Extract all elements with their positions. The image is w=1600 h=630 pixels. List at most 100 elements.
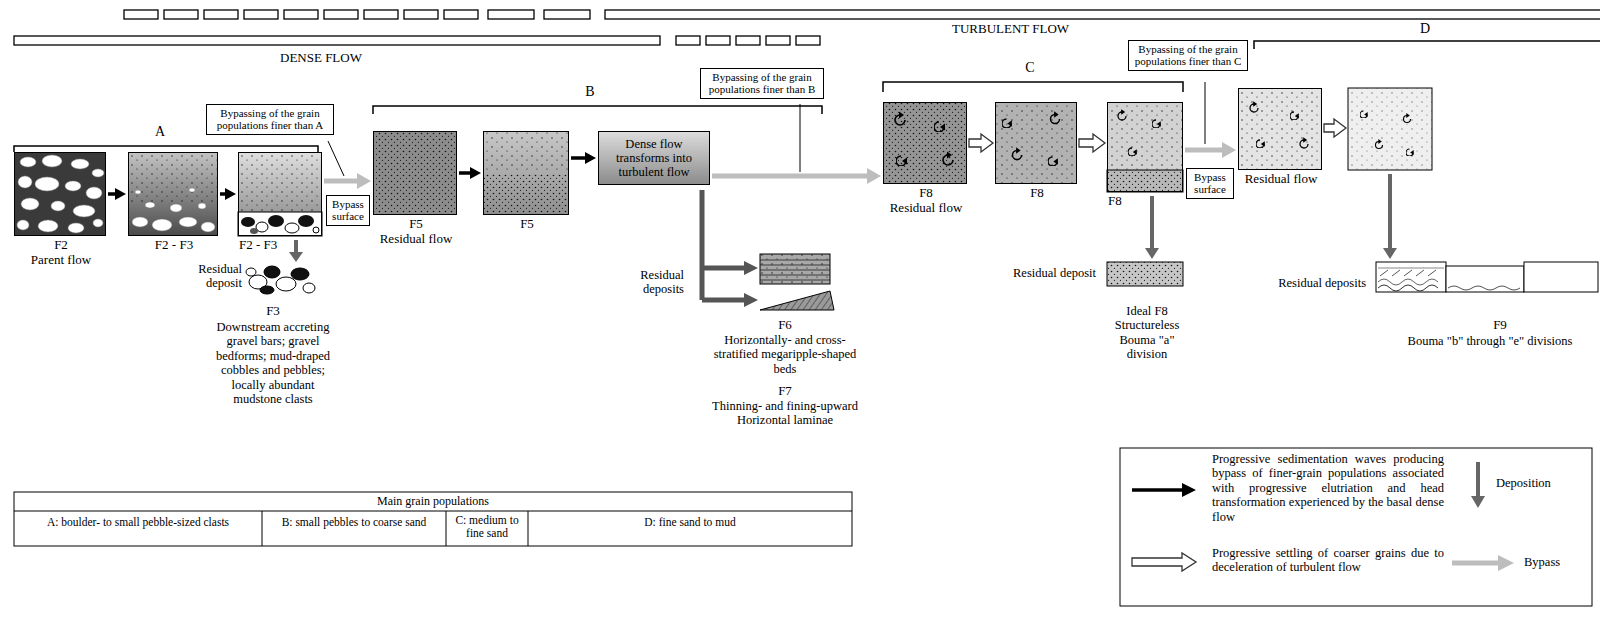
transforming-flow-fill [238, 152, 322, 212]
table-cell: A: boulder- to small pebble-sized clasts [16, 516, 260, 529]
decelerated-flow-box [1360, 111, 1368, 118]
facies-code: F5 [469, 217, 585, 232]
stage-caption: F2 - F3 [239, 238, 291, 253]
flow-arrow [712, 168, 881, 184]
turbulent-flow-fill [943, 152, 953, 166]
flow-regime-bar [284, 10, 318, 19]
residual-flow-fill [373, 131, 457, 215]
transforming-flow-fill [145, 202, 155, 208]
flow-stage-box: F5Residual flow [373, 131, 457, 215]
facies-code: F6 [710, 318, 860, 333]
turbulent-flow-fill [1051, 111, 1060, 123]
facies-code: F8 [981, 186, 1093, 201]
legend-box [1132, 553, 1196, 571]
deposition-arrow [1150, 196, 1154, 250]
facies-description: Downstream accreting gravel bars; gravel… [213, 320, 333, 406]
transforming-flow-fill [268, 215, 284, 227]
parent-flow-fill [35, 177, 59, 191]
turbulent-flow-fill [1118, 109, 1126, 120]
table-cell: D: fine sand to mud [530, 516, 850, 529]
box-text: Bypassing of the grain populations finer… [705, 71, 819, 96]
flow-regime-bar [164, 10, 198, 19]
parent-flow-fill [92, 169, 104, 177]
flow-regime-bar [14, 36, 660, 45]
callout-box: Bypassing of the grain populations finer… [206, 104, 334, 135]
transforming-flow-fill [238, 212, 322, 236]
deposit-label: Residual deposits [1250, 276, 1366, 290]
legend-box [1120, 448, 1592, 606]
flow-stage-box: F8 [1107, 102, 1183, 192]
bouma-divisions [1448, 286, 1520, 290]
parent-flow-fill [73, 205, 95, 217]
legend-box [1132, 488, 1184, 492]
facies-description: Bouma "b" through "e" divisions [1385, 334, 1595, 348]
stage-label: Parent flow [0, 253, 122, 268]
bracket [883, 82, 1183, 92]
turbulent-flow-fill [896, 156, 907, 166]
turbulent-flow-fill [1128, 148, 1137, 156]
process-box: Dense flow transforms into turbulent flo… [598, 131, 710, 185]
table-grid [14, 492, 852, 546]
deposition-arrow [1145, 248, 1159, 259]
region-title: DENSE FLOW [280, 51, 400, 66]
arrow-shaft [1185, 148, 1223, 153]
legend-box [1471, 496, 1485, 508]
laminated-deposit [760, 254, 830, 284]
residual-gravel-deposit [246, 266, 315, 294]
settling-arrow [969, 134, 993, 152]
residual-gravel-deposit [291, 268, 309, 280]
bouma-divisions [1446, 266, 1524, 292]
transforming-flow-fill [298, 215, 314, 227]
leader-line [328, 141, 344, 176]
flow-stage-box: F8 [995, 102, 1077, 184]
deposition-arrow [1383, 248, 1397, 259]
bracket [373, 106, 822, 114]
flow-stage-box: F5 [483, 131, 569, 215]
flow-arrow [1185, 142, 1236, 158]
stage-caption: F5 [469, 217, 585, 232]
deposition-arrow [1388, 174, 1392, 250]
flow-regime-bar [676, 36, 700, 45]
flow-regime-bar [14, 10, 1600, 45]
bouma-divisions [1524, 262, 1598, 292]
parent-flow-fill [71, 159, 89, 169]
decelerated-flow-box [1404, 113, 1411, 122]
turbulent-flow-fill [1250, 101, 1258, 112]
transforming-flow-fill [198, 203, 206, 209]
flow-arrow [108, 188, 126, 200]
cross-stratified-deposit [760, 291, 834, 310]
turbulent-flow-fill [995, 102, 1077, 184]
stage-caption: F8Residual flow [869, 186, 983, 216]
legend-box [1452, 561, 1500, 566]
structureless-deposit [1107, 262, 1183, 286]
transforming-flow-fill [135, 190, 141, 194]
residual-gravel-deposit [276, 277, 296, 291]
flow-stage-box: Residual flow [1238, 88, 1322, 170]
flow-stage-box: F2Parent flow [14, 152, 106, 236]
laminated-deposit [760, 254, 830, 284]
turbulent-flow-fill [1107, 170, 1183, 192]
arrow-head [470, 167, 481, 179]
deposition-arrow [294, 240, 298, 254]
turbulent-flow-fill [1107, 102, 1183, 170]
arrow-head [357, 173, 371, 189]
decelerated-flow-box [1348, 88, 1432, 170]
legend-box [1498, 555, 1514, 571]
arrow-shaft [108, 192, 116, 196]
flow-arrow [1079, 134, 1105, 152]
parent-flow-fill [42, 155, 62, 167]
parent-flow-fill [51, 201, 65, 211]
residual-flow-fill [483, 173, 569, 215]
facies-code: Residual flow [1224, 172, 1338, 187]
flow-arrow [220, 188, 236, 200]
turbulent-flow-fill [895, 112, 905, 126]
deposit-label: Residual deposit [990, 266, 1096, 280]
transforming-flow-fill [250, 228, 258, 234]
facies-code: F2 [0, 238, 122, 253]
parent-flow-fill [86, 187, 102, 199]
laminated-deposit [760, 254, 830, 284]
arrow-head [115, 188, 126, 200]
arrow-head [585, 152, 596, 164]
residual-flow-fill [373, 131, 457, 215]
